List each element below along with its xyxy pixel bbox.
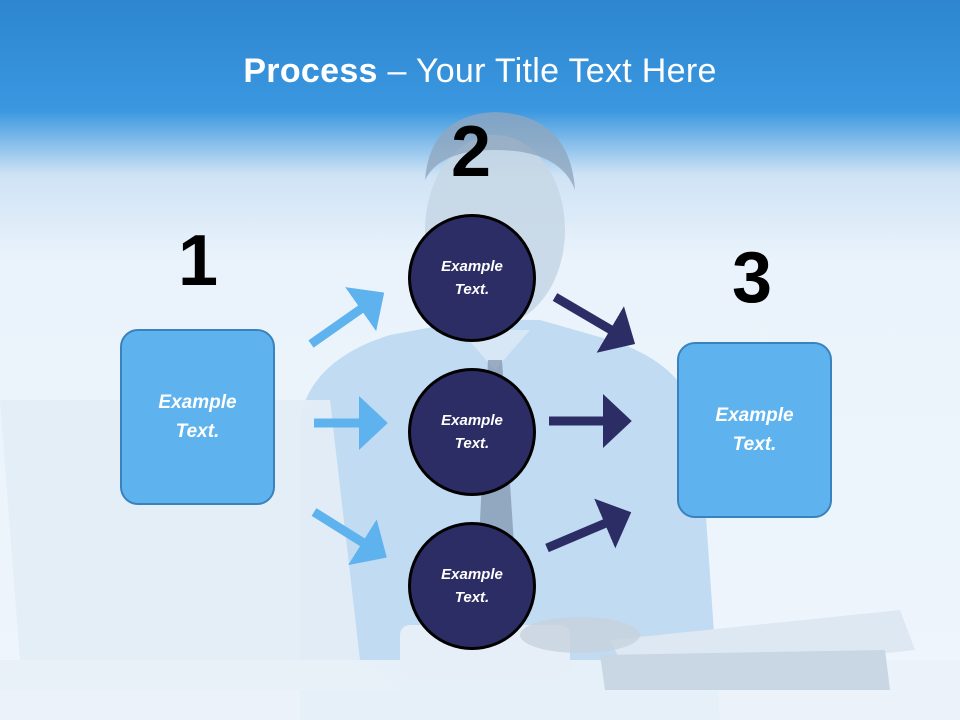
- step-1-box: Example Text.: [120, 329, 275, 505]
- title-rest: – Your Title Text Here: [377, 52, 717, 90]
- step-1-text: Example Text.: [158, 392, 237, 442]
- step-2-circle-bottom: Example Text.: [408, 522, 536, 650]
- step-2-circle-top: Example Text.: [408, 214, 536, 342]
- arrow-2-to-3-bottom: [545, 498, 632, 553]
- arrow-1-to-2-bottom: [311, 508, 387, 566]
- circle-text: Example Text.: [441, 566, 503, 606]
- arrow-1-to-2-top: [308, 287, 385, 348]
- arrow-2-to-3-top: [552, 293, 636, 353]
- step-number-1: 1: [178, 221, 219, 301]
- step-3-box: Example Text.: [677, 342, 832, 518]
- slide-title: Process – Your Title Text Here: [0, 52, 960, 91]
- step-3-text: Example Text.: [715, 405, 794, 455]
- step-2-circle-middle: Example Text.: [408, 368, 536, 496]
- step-number-2: 2: [451, 112, 492, 192]
- circle-text: Example Text.: [441, 412, 503, 452]
- step-number-3: 3: [732, 238, 773, 318]
- title-bold: Process: [243, 52, 378, 90]
- circle-text: Example Text.: [441, 258, 503, 298]
